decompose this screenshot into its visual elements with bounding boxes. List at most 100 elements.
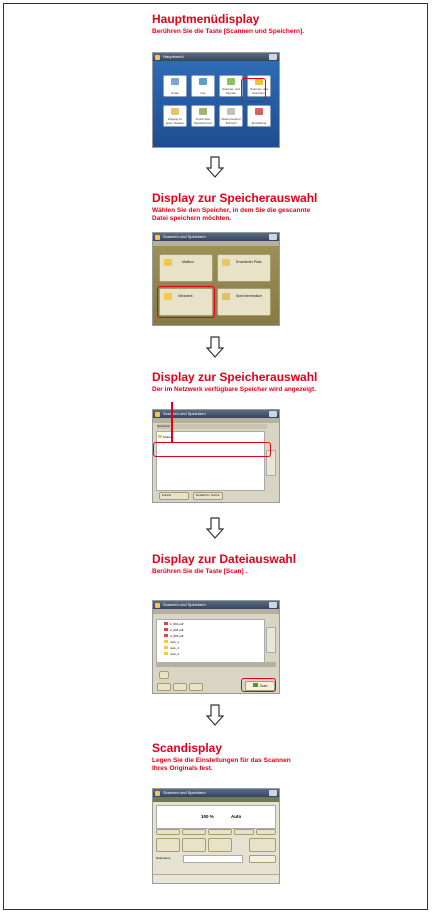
network-icon [164, 293, 172, 300]
destination-bar [153, 797, 279, 802]
section-title: Display zur Dateiauswahl [152, 552, 297, 566]
footer-button[interactable] [157, 683, 171, 691]
tile-label: Zugang zu gesp. Dateien [165, 117, 185, 125]
memory-media-button[interactable]: Speichermedium [217, 288, 271, 316]
close-icon[interactable] [269, 602, 277, 608]
close-icon[interactable] [269, 54, 277, 60]
setting-button[interactable] [256, 829, 276, 835]
menu-tile[interactable]: Druck über Speichermed. [191, 105, 215, 127]
button-label: Detailinfo / Suche [196, 493, 220, 497]
network-button[interactable]: Netzwerk [159, 288, 213, 316]
down-arrow-icon [206, 156, 224, 178]
app-logo-icon [155, 54, 160, 60]
window-titlebar: Scannen und Speichern [153, 789, 279, 797]
tile-icon [171, 108, 179, 115]
window-title: Scannen und Speichern [163, 790, 206, 795]
menu-tile[interactable]: Kopie [163, 75, 187, 97]
zoom-value: 100 % [201, 814, 214, 819]
page-frame [3, 3, 428, 910]
footer-button[interactable] [173, 683, 187, 691]
button-label: Zurück [162, 493, 172, 497]
file-toolbar [156, 662, 276, 667]
file-name: 2_002.pdf [170, 628, 184, 632]
option-button[interactable] [156, 838, 180, 852]
tile-icon [255, 78, 263, 85]
list-item[interactable]: Share [158, 435, 171, 439]
app-logo-icon [155, 602, 160, 608]
setting-button[interactable] [182, 829, 206, 835]
tile-icon [255, 108, 263, 115]
file-name: nuts_1 [170, 640, 180, 644]
option-button[interactable] [182, 838, 206, 852]
setting-button[interactable] [208, 829, 232, 835]
file-row[interactable]: 1_001.pdf [158, 622, 263, 627]
menu-tile[interactable]: Statusmonitor/ Abbruch [219, 105, 243, 127]
window-title: Scannen und Speichern [163, 602, 206, 607]
instruction-bar [153, 609, 279, 614]
instruction-bar [153, 418, 279, 423]
filename-input[interactable] [183, 855, 243, 863]
scrollbar[interactable] [266, 450, 276, 476]
menu-tile[interactable]: Fax [191, 75, 215, 97]
close-icon[interactable] [269, 790, 277, 796]
menu-tile[interactable]: Zugang zu gesp. Dateien [163, 105, 187, 127]
start-button[interactable] [249, 855, 276, 863]
file-row[interactable]: nuts_2 [158, 646, 263, 651]
memory-media-icon [222, 293, 230, 300]
file-row[interactable]: nuts_3 [158, 652, 263, 657]
scrollbar[interactable] [266, 627, 276, 653]
list-item[interactable]: Netzwerk [157, 424, 267, 429]
section-subtitle: Berühren Sie die Taste [Scan] . [152, 568, 248, 575]
tile-label: Statusmonitor/ Abbruch [221, 117, 241, 125]
setting-button[interactable] [234, 829, 254, 835]
setting-button[interactable] [156, 829, 180, 835]
down-arrow-icon [206, 336, 224, 358]
storage-panel: Mailbox Erweiterter Platz Netzwerk Speic… [153, 246, 279, 325]
highlight-network [157, 286, 215, 318]
tile-icon [199, 78, 207, 85]
button-label: Netzwerk [178, 294, 193, 298]
scan-button[interactable]: Scan [245, 681, 275, 691]
callout-line [171, 402, 173, 443]
highlight-share [153, 442, 271, 457]
back-button[interactable]: Zurück [159, 492, 189, 500]
app-logo-icon [155, 790, 160, 796]
file-row[interactable]: 3_003.pdf [158, 634, 263, 639]
mailbox-button[interactable]: Mailbox [159, 254, 213, 282]
option-button[interactable] [249, 838, 276, 852]
tile-label: Einstellung [251, 121, 267, 125]
tile-label: Fax [200, 91, 206, 95]
close-icon[interactable] [269, 411, 277, 417]
section-storage-select: Display zur Speicherauswahl Wählen Sie d… [152, 191, 392, 223]
details-search-button[interactable]: Detailinfo / Suche [193, 492, 223, 500]
menu-tile[interactable]: Scannen und Senden [219, 75, 243, 97]
button-label: Scan [259, 684, 268, 688]
pdf-file-icon [164, 622, 168, 625]
advanced-space-button[interactable]: Erweiterter Platz [217, 254, 271, 282]
window-titlebar: Scannen und Speichern [153, 410, 279, 418]
section-subtitle: Legen Sie die Einstellungen für das Scan… [152, 757, 291, 772]
footer-button[interactable] [189, 683, 203, 691]
option-button[interactable] [208, 838, 232, 852]
close-icon[interactable] [269, 234, 277, 240]
folder-icon [164, 646, 168, 649]
window-titlebar: Hauptmenü [153, 53, 279, 61]
tile-icon [171, 78, 179, 85]
tile-icon [227, 78, 235, 85]
pdf-file-icon [164, 634, 168, 637]
menu-tile[interactable]: Einstellung [247, 105, 271, 127]
list-item-label: Netzwerk [157, 424, 170, 428]
storage-select-screenshot: Scannen und Speichern Mailbox Erweiterte… [152, 232, 280, 326]
down-arrow-icon [206, 517, 224, 539]
scan-settings-screenshot: Scannen und Speichern 100 % Auto Dateina… [152, 788, 280, 884]
file-row[interactable]: nuts_1 [158, 640, 263, 645]
tile-label: Scannen und Senden [222, 87, 240, 95]
section-network-storage: Display zur Speicherauswahl Der im Netzw… [152, 370, 392, 394]
option-button[interactable] [159, 671, 169, 679]
button-label: Erweiterter Platz [236, 260, 262, 264]
window-title: Hauptmenü [163, 54, 184, 59]
density-value: Auto [231, 814, 242, 819]
pdf-file-icon [164, 628, 168, 631]
file-row[interactable]: 2_002.pdf [158, 628, 263, 633]
tile-icon [227, 108, 235, 115]
